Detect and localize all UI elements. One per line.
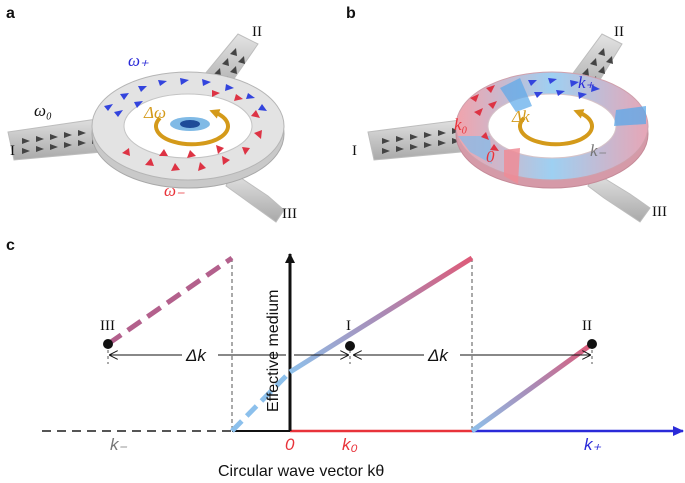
k0-label-c: k₀: [342, 435, 358, 454]
circulation-arrow-b: [518, 109, 594, 147]
panel-c: c III I II Δk Δk Effect: [6, 237, 684, 480]
panel-b-label: b: [346, 5, 356, 22]
k-plus-label-b: k₊: [578, 73, 595, 92]
point-iii: [103, 339, 113, 349]
x-axis-label: Circular wave vector kθ: [218, 463, 384, 480]
port-label-in-a: I: [10, 143, 15, 159]
k-minus-label-c: k₋: [110, 435, 128, 454]
waveguide-3-a: [225, 171, 285, 223]
k0-label-b: k₀: [454, 115, 468, 134]
omega-minus-label: ω₋: [164, 181, 185, 200]
delta-k-label-b: Δk: [511, 107, 530, 126]
point-i: [345, 341, 355, 351]
ring-arrows-blue-a: [104, 78, 267, 117]
ring-arrows-red-a: [122, 90, 262, 171]
port-label-3-b: III: [652, 204, 667, 220]
ring-resonator-a: [91, 71, 285, 189]
dispersion-line-right: [470, 341, 594, 434]
zero-label-b: 0: [486, 147, 495, 166]
vortex-icon: [170, 117, 210, 131]
ring-resonator-b: [455, 71, 649, 189]
dispersion-line-center: [288, 255, 474, 375]
y-axis-label: Effective medium: [265, 290, 282, 412]
delta-k-label-left: Δk: [185, 346, 207, 365]
ring-arrows-blue-b: [528, 78, 600, 99]
zero-label-c: 0: [285, 435, 295, 454]
circulation-arrow-a: [154, 109, 230, 147]
point-label-ii: II: [582, 318, 592, 334]
panel-c-label: c: [6, 237, 15, 254]
ring-arrows-red-b: [470, 85, 499, 151]
point-label-i: I: [346, 318, 351, 334]
dispersion-line-left: [106, 255, 234, 347]
panel-a-label: a: [6, 5, 15, 22]
point-ii: [587, 339, 597, 349]
dispersion-line-dashed-mid: [230, 370, 292, 433]
point-label-iii: III: [100, 318, 115, 334]
waveguide-3-b: [587, 171, 651, 223]
delta-k-label-right: Δk: [427, 346, 449, 365]
port-label-2-b: II: [614, 24, 624, 40]
panel-a: a: [6, 5, 297, 223]
panel-b: b: [346, 5, 667, 223]
k-minus-label-b: k₋: [590, 141, 607, 160]
omega0-label: ω₀: [34, 101, 52, 120]
omega-plus-label: ω₊: [128, 51, 149, 70]
port-label-in-b: I: [352, 143, 357, 159]
waveguide-input-b: [367, 117, 483, 161]
k-plus-label-c: k₊: [584, 435, 602, 454]
delta-omega-label: Δω: [143, 103, 166, 122]
port-label-2-a: II: [252, 24, 262, 40]
port-label-3-a: III: [282, 206, 297, 222]
